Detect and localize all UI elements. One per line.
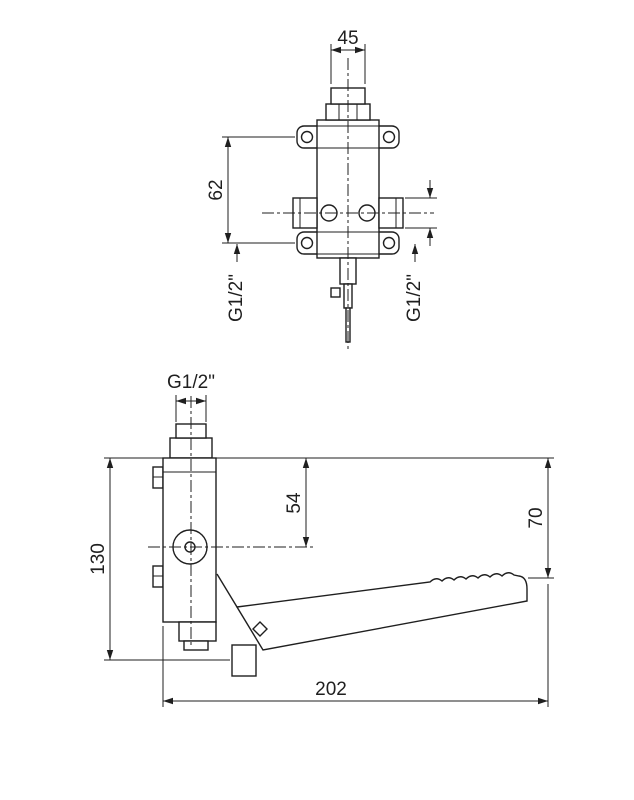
dim-label-202: 202 bbox=[315, 679, 347, 700]
dim-inlet: G1/2" bbox=[167, 372, 215, 422]
arrowhead bbox=[302, 458, 310, 468]
dim-port-right: G1/2" bbox=[404, 180, 437, 322]
lower-fitting bbox=[178, 621, 217, 642]
dim-54: 54 bbox=[284, 458, 310, 547]
dim-port-left: G1/2" bbox=[226, 244, 247, 322]
mounting-hole bbox=[300, 130, 314, 144]
arrowhead bbox=[355, 46, 365, 54]
dim-202: 202 bbox=[162, 584, 549, 707]
lower-fitting-step bbox=[183, 640, 209, 651]
lever-hub-edge bbox=[216, 573, 238, 608]
dim-label-70: 70 bbox=[526, 507, 547, 528]
dim-130: 130 bbox=[88, 457, 230, 661]
dim-45: 45 bbox=[330, 28, 366, 84]
arrowhead bbox=[544, 458, 552, 468]
arrowhead bbox=[411, 244, 419, 254]
side-view bbox=[148, 396, 528, 677]
arrowhead bbox=[224, 233, 232, 243]
dim-label-port-left: G1/2" bbox=[226, 274, 247, 322]
mounting-hole bbox=[382, 130, 396, 144]
pedal-support-foot bbox=[231, 644, 257, 677]
dim-70: 70 bbox=[216, 457, 554, 579]
pedal-lever bbox=[235, 572, 528, 651]
dim-label-130: 130 bbox=[88, 543, 109, 575]
dim-label-54: 54 bbox=[284, 492, 305, 514]
stem-clip bbox=[330, 287, 341, 298]
front-view bbox=[262, 58, 434, 350]
dim-62: 62 bbox=[206, 136, 295, 244]
arrowhead bbox=[106, 458, 114, 468]
arrowhead bbox=[544, 568, 552, 578]
arrowhead bbox=[426, 188, 434, 198]
arrowhead bbox=[106, 650, 114, 660]
dim-label-port-right: G1/2" bbox=[404, 274, 425, 322]
arrowhead bbox=[233, 244, 241, 254]
arrowhead bbox=[538, 697, 548, 705]
arrowhead bbox=[331, 46, 341, 54]
arrowhead bbox=[302, 537, 310, 547]
dim-label-45: 45 bbox=[337, 28, 358, 49]
arrowhead bbox=[224, 137, 232, 147]
arrowhead bbox=[426, 228, 434, 238]
dim-label-inlet: G1/2" bbox=[167, 372, 215, 393]
arrowhead bbox=[176, 397, 186, 405]
dim-label-62: 62 bbox=[206, 179, 227, 200]
mounting-hole bbox=[300, 236, 314, 250]
mounting-hole bbox=[382, 236, 396, 250]
arrowhead bbox=[196, 397, 206, 405]
pivot-rivet bbox=[252, 621, 268, 637]
arrowhead bbox=[163, 697, 173, 705]
